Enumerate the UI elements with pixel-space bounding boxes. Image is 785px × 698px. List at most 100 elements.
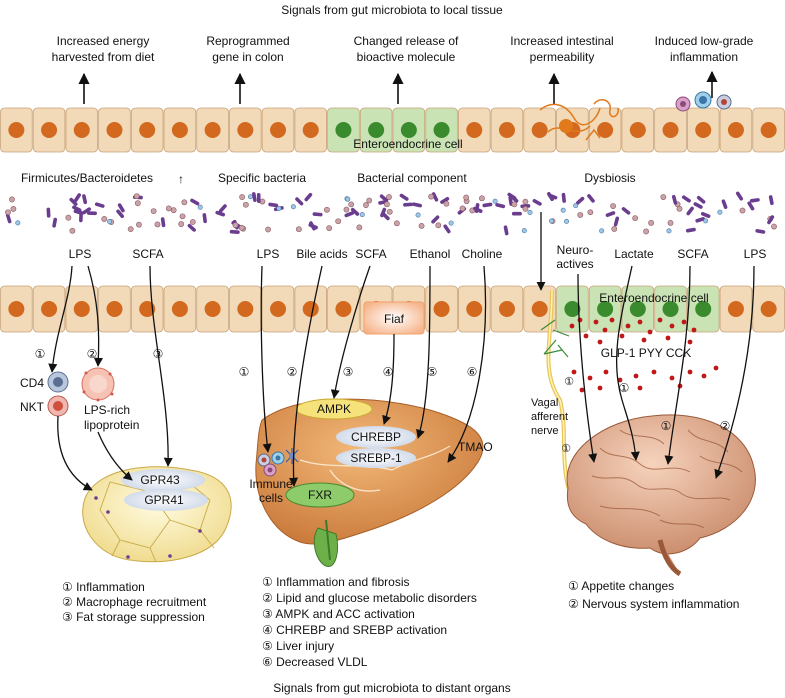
metabolite-labels: LPS SCFA LPS Bile acids SCFA Ethanol Cho… — [69, 243, 767, 271]
brain-marker-vagal-2: ① — [561, 443, 571, 455]
lower-nucleus — [433, 301, 450, 317]
immune-cells-top — [675, 91, 732, 112]
bacterium-small — [107, 219, 113, 225]
bacterium-coccus — [443, 200, 450, 207]
bacterium-small — [521, 228, 527, 234]
bacterium-small — [564, 218, 570, 224]
hormone-granule — [647, 329, 653, 335]
bacterium-rod — [440, 197, 450, 204]
bacterium-rod — [312, 212, 323, 217]
metabolite-scfa-2: SCFA — [355, 247, 386, 261]
bacterium-coccus — [65, 214, 72, 221]
bacterium-rod — [755, 229, 766, 234]
liver-marker-6: ⑥ — [467, 365, 478, 379]
nkt-cell — [47, 395, 69, 417]
bacterium-small — [527, 210, 533, 216]
bacterium-rod — [735, 191, 744, 201]
bacterium-small — [549, 218, 555, 224]
bacterium-rod — [187, 223, 196, 232]
bacterium-rod — [605, 211, 616, 218]
hormone-granule — [657, 317, 663, 323]
hormone-granule — [569, 323, 575, 329]
bacterium-coccus — [165, 205, 172, 212]
vagal-line2: afferent — [531, 411, 568, 423]
bacterium-small — [573, 203, 579, 209]
bacterium-rod — [700, 212, 711, 219]
fxr-label: FXR — [308, 488, 332, 502]
bacterium-coccus — [587, 209, 594, 216]
bacterium-coccus — [511, 201, 518, 208]
lower-nucleus — [531, 301, 548, 317]
legend-adipose: ① Inflammation ② Macrophage recruitment … — [62, 580, 207, 624]
bacterium-coccus — [127, 226, 134, 233]
bacterium-small — [247, 194, 253, 200]
upper-nucleus — [597, 122, 614, 138]
upper-nucleus — [270, 122, 287, 138]
bacterium-coccus — [133, 193, 140, 200]
bacterium-rod — [621, 207, 631, 215]
bacterium-coccus — [479, 195, 485, 202]
hormone-granule — [602, 327, 608, 333]
bacterium-coccus — [5, 209, 11, 216]
upper-epithelium — [0, 107, 785, 153]
bacterium-coccus — [463, 194, 470, 201]
hormone-granule — [637, 385, 643, 391]
upper-nucleus — [662, 122, 679, 138]
bacterium-small — [492, 198, 498, 204]
effect-gene-line2: gene in colon — [212, 50, 283, 64]
lower-nucleus — [597, 301, 614, 317]
top-title: Signals from gut microbiota to local tis… — [281, 3, 503, 17]
bacterium-rod — [575, 196, 585, 205]
bacterium-rod — [350, 207, 360, 216]
legend-liver-1: ① Inflammation and fibrosis — [262, 575, 410, 589]
bacterium-coccus — [632, 215, 639, 222]
hormone-granule — [619, 333, 625, 339]
hormone-granule — [687, 369, 693, 375]
bacterium-rod — [561, 192, 566, 203]
bacterium-coccus — [238, 224, 245, 231]
label-specific-bacteria: Specific bacteria — [218, 171, 306, 185]
metabolite-lps-3: LPS — [744, 247, 767, 261]
bacterium-rod — [403, 202, 414, 207]
upper-nucleus — [41, 122, 58, 138]
bacterium-rod — [495, 203, 506, 209]
legend-liver-3: ③ AMPK and ACC activation — [262, 607, 415, 621]
liver-marker-4: ④ — [383, 365, 394, 379]
metabolite-scfa-1: SCFA — [132, 247, 163, 261]
legend-liver: ① Inflammation and fibrosis ② Lipid and … — [262, 575, 477, 669]
vagal-line3: nerve — [531, 425, 559, 437]
liver — [255, 398, 484, 567]
bacterium-rod — [380, 207, 387, 218]
liver-marker-5: ⑤ — [427, 365, 438, 379]
metabolite-scfa-3: SCFA — [677, 247, 708, 261]
upper-nucleus — [335, 122, 352, 138]
bacteria-band — [5, 191, 777, 236]
legend-brain: ① Appetite changes ② Nervous system infl… — [568, 579, 739, 611]
upper-nucleus — [139, 122, 156, 138]
bacterium-coccus — [366, 197, 373, 204]
hormone-granule — [713, 365, 719, 371]
lower-nucleus — [237, 301, 254, 317]
bacterium-small — [599, 228, 605, 234]
bacterium-rod — [69, 197, 78, 206]
ampk-node — [295, 398, 373, 420]
legend-liver-5: ⑤ Liver injury — [262, 639, 334, 653]
bacterium-coccus — [324, 206, 330, 213]
bacterium-rod — [94, 202, 105, 208]
hormone-granule — [597, 339, 603, 345]
top-arrows — [78, 70, 718, 104]
bacterium-rod — [256, 193, 261, 204]
hormone-granule — [681, 319, 687, 325]
bacterium-rod — [443, 224, 451, 234]
upper-nucleus — [204, 122, 221, 138]
immune-cells-line2: cells — [259, 491, 283, 505]
bacterium-coccus — [667, 220, 674, 226]
bacterium-coccus — [676, 205, 683, 212]
metabolite-choline: Choline — [462, 247, 503, 261]
bacterium-rod — [117, 203, 125, 213]
bacterium-rod — [587, 194, 595, 203]
bacterium-rod — [73, 193, 81, 203]
neuroactives-line2: actives — [556, 257, 593, 271]
gpr41-receptor — [124, 489, 208, 511]
